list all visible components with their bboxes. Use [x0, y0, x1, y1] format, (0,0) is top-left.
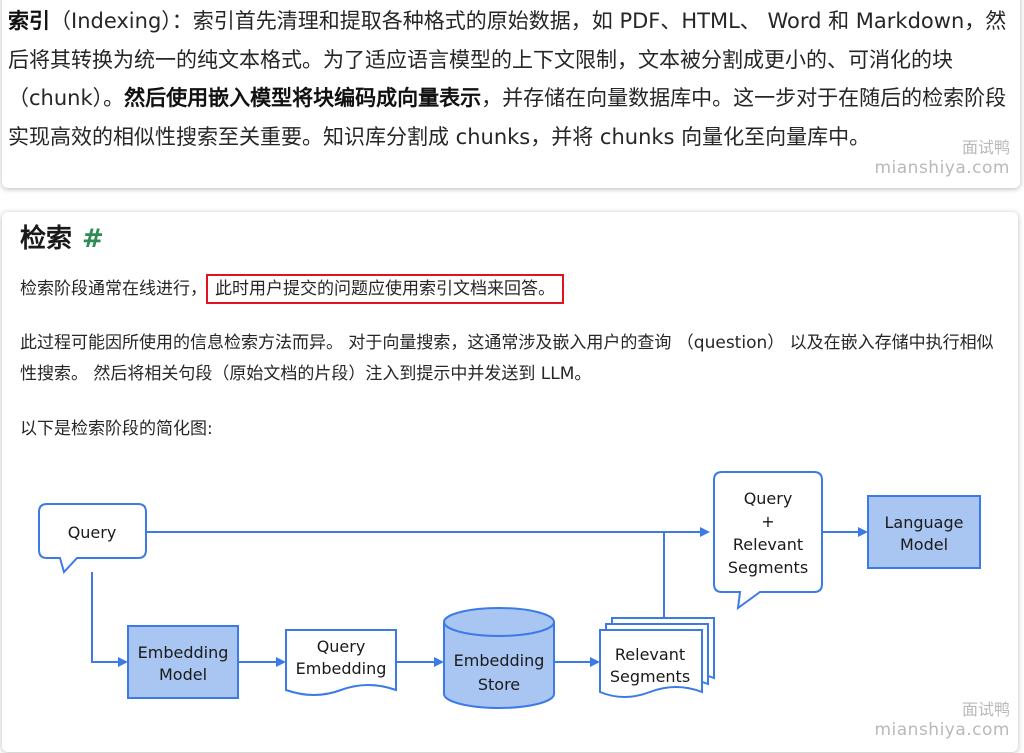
embedding-store-label-2: Store [478, 675, 520, 694]
embedding-model-label-2: Model [159, 665, 207, 684]
query-embedding-doc [285, 629, 397, 696]
embedding-model-label-1: Embedding [138, 643, 229, 662]
heading-text: 检索 [20, 224, 73, 254]
indexing-term: 索引 [8, 9, 50, 33]
watermark-en-2: mianshiya.com [874, 720, 1010, 740]
watermark-en: mianshiya.com [874, 158, 1010, 178]
query-label: Query [68, 523, 117, 542]
section-heading: 检索 # [20, 218, 104, 255]
retrieval-card: 检索 # 检索阶段通常在线进行，此时用户提交的问题应使用索引文档来回答。 此过程可… [2, 212, 1018, 752]
retrieval-paragraph-3: 以下是检索阶段的简化图: [20, 419, 213, 439]
retrieval-diagram: Query Embedding Model Query Embedding Em… [38, 471, 981, 709]
indexing-text-2: ，并存储在向量数据库中。这一步对于在随后的检索阶段实现高效的相似性搜索至关重要。… [8, 86, 1007, 149]
embedding-store-label-1: Embedding [454, 651, 545, 670]
arrow-query-to-embedding-model [91, 572, 128, 667]
embedding-model-box [127, 625, 239, 699]
segments-label-1: Relevant [615, 645, 685, 664]
watermark-bottom: 面试鸭 mianshiya.com [860, 696, 1010, 740]
language-model-label-1: Language [885, 513, 964, 532]
combined-label-4: Segments [728, 558, 808, 577]
combined-callout [713, 471, 823, 611]
retrieval-lead: 检索阶段通常在线进行， [20, 279, 207, 299]
query-embedding-label-1: Query [317, 637, 366, 656]
indexing-card: 索引（Indexing）：索引首先清理和提取各种格式的原始数据，如 PDF、HT… [2, 0, 1020, 188]
indexing-text-1: （Indexing）：索引首先清理和提取各种格式的原始数据，如 PDF、HTML… [8, 9, 1007, 110]
segments-doc-front [599, 629, 703, 698]
watermark-cn-2: 面试鸭 [961, 700, 1010, 719]
embedding-store-cylinder [443, 622, 555, 709]
watermark-cn: 面试鸭 [961, 138, 1010, 157]
retrieval-paragraph-2: 此过程可能因所使用的信息检索方法而异。 对于向量搜索，这通常涉及嵌入用户的查询 … [20, 333, 994, 384]
query-embedding-label-2: Embedding [296, 659, 387, 678]
watermark-top: 面试鸭 mianshiya.com [860, 134, 1010, 178]
highlighted-text: 此时用户提交的问题应使用索引文档来回答。 [206, 274, 564, 304]
indexing-bold-text: 然后使用嵌入模型将块编码成向量表示 [124, 86, 482, 110]
embedding-store-top [443, 607, 555, 637]
retrieval-paragraph-1: 检索阶段通常在线进行，此时用户提交的问题应使用索引文档来回答。 [20, 274, 564, 305]
anchor-link[interactable]: # [82, 224, 104, 254]
combined-label-1: Query [744, 489, 793, 508]
language-model-box [867, 495, 981, 569]
indexing-paragraph: 索引（Indexing）：索引首先清理和提取各种格式的原始数据，如 PDF、HT… [8, 2, 1014, 156]
combined-label-2: + [761, 512, 774, 531]
combined-label-3: Relevant [733, 535, 803, 554]
segments-label-2: Segments [610, 667, 690, 686]
language-model-label-2: Model [900, 535, 948, 554]
query-callout [38, 503, 147, 574]
